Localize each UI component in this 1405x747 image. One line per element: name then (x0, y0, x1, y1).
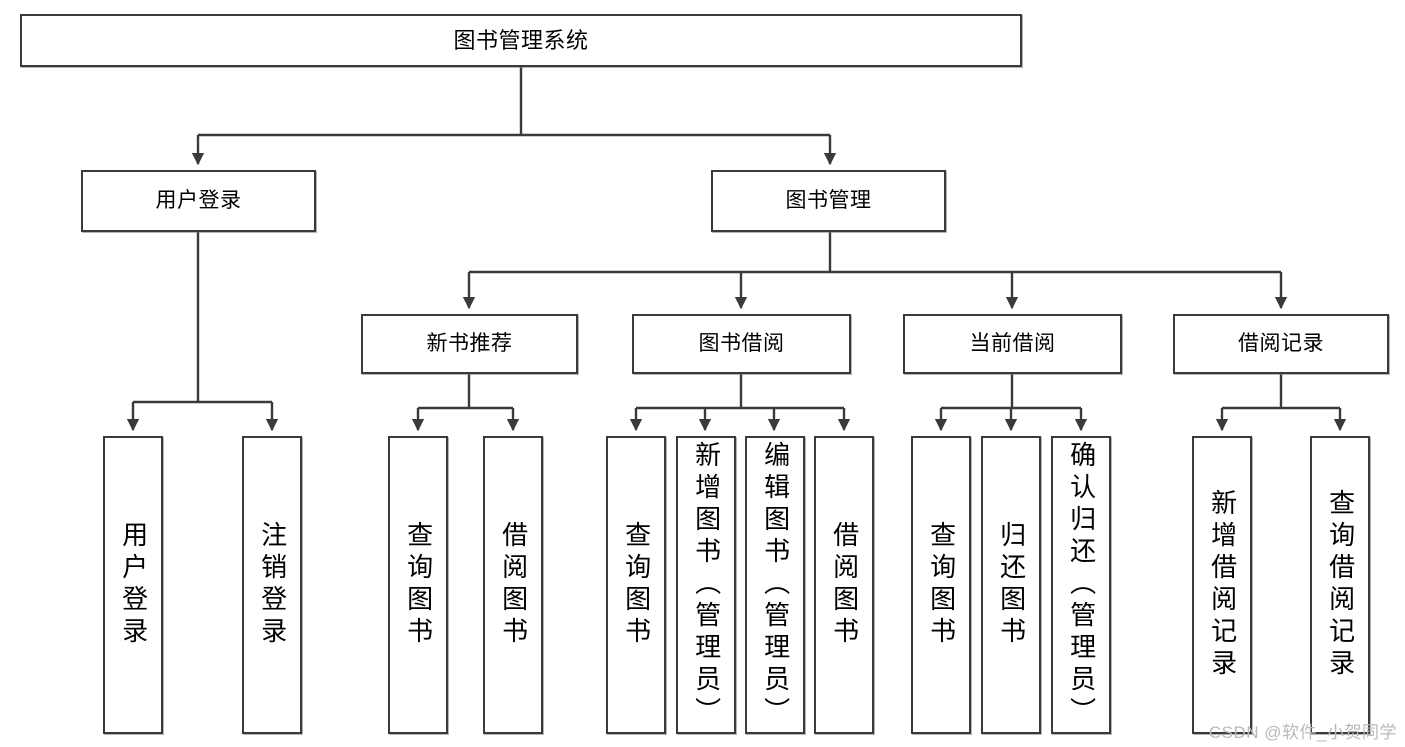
node-current-borrow-label: 当前借阅 (969, 331, 1056, 355)
node-book-borrow[interactable]: 图书借阅 (632, 314, 851, 374)
node-leaf-query-book-2[interactable]: 查询图书 (606, 436, 666, 734)
node-leaf-edit-book-admin[interactable]: 编辑图书（管理员） (745, 436, 805, 734)
node-leaf-add-book-admin[interactable]: 新增图书（管理员） (676, 436, 736, 734)
node-leaf-user-login[interactable]: 用户登录 (103, 436, 163, 734)
node-new-book-recommend-label: 新书推荐 (426, 331, 513, 355)
node-leaf-borrow-book-2[interactable]: 借阅图书 (814, 436, 874, 734)
node-leaf-logout-label: 注销登录 (257, 521, 288, 649)
node-leaf-add-book-admin-label: 新增图书（管理员） (691, 441, 722, 729)
node-borrow-record[interactable]: 借阅记录 (1173, 314, 1389, 374)
node-book-management[interactable]: 图书管理 (711, 170, 946, 232)
node-leaf-confirm-return-admin-label: 确认归还（管理员） (1066, 441, 1097, 729)
node-leaf-query-book-1-label: 查询图书 (403, 521, 434, 649)
node-leaf-query-borrow-record[interactable]: 查询借阅记录 (1310, 436, 1370, 734)
node-current-borrow[interactable]: 当前借阅 (903, 314, 1122, 374)
csdn-watermark: CSDN @软件_小贺同学 (1208, 723, 1397, 742)
node-leaf-borrow-book-1[interactable]: 借阅图书 (483, 436, 543, 734)
node-leaf-query-book-2-label: 查询图书 (621, 521, 652, 649)
node-leaf-query-book-3-label: 查询图书 (926, 521, 957, 649)
node-leaf-query-borrow-record-label: 查询借阅记录 (1325, 489, 1356, 681)
node-leaf-return-book[interactable]: 归还图书 (981, 436, 1041, 734)
node-borrow-record-label: 借阅记录 (1238, 331, 1324, 355)
node-user-login[interactable]: 用户登录 (81, 170, 316, 232)
node-book-management-label: 图书管理 (785, 188, 872, 212)
node-leaf-add-borrow-record[interactable]: 新增借阅记录 (1192, 436, 1252, 734)
node-leaf-logout[interactable]: 注销登录 (242, 436, 302, 734)
node-root[interactable]: 图书管理系统 (20, 14, 1022, 67)
node-user-login-label: 用户登录 (155, 188, 242, 212)
node-leaf-query-book-1[interactable]: 查询图书 (388, 436, 448, 734)
node-leaf-borrow-book-1-label: 借阅图书 (498, 521, 529, 649)
node-book-borrow-label: 图书借阅 (698, 331, 785, 355)
node-leaf-borrow-book-2-label: 借阅图书 (829, 521, 860, 649)
node-root-label: 图书管理系统 (453, 27, 589, 53)
node-new-book-recommend[interactable]: 新书推荐 (361, 314, 578, 374)
node-leaf-query-book-3[interactable]: 查询图书 (911, 436, 971, 734)
node-leaf-add-borrow-record-label: 新增借阅记录 (1207, 489, 1238, 681)
node-leaf-confirm-return-admin[interactable]: 确认归还（管理员） (1051, 436, 1111, 734)
node-leaf-user-login-label: 用户登录 (118, 521, 149, 649)
node-leaf-edit-book-admin-label: 编辑图书（管理员） (760, 441, 791, 729)
node-leaf-return-book-label: 归还图书 (996, 521, 1027, 649)
